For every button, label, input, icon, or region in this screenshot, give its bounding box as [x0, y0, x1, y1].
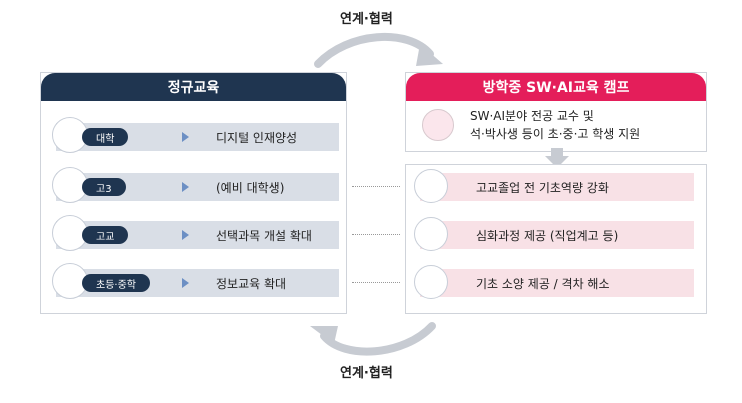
camp-support-line2: 석·박사생 등이 초·중·고 학생 지원 — [470, 127, 641, 141]
bottom-curved-arrow-icon — [310, 322, 436, 356]
camp-title: 방학중 SW·AI교육 캠프 — [406, 73, 706, 101]
connector-dots — [352, 282, 400, 283]
left-row: 고교 선택과목 개설 확대 — [52, 215, 339, 251]
right-row: 심화과정 제공 (직업계고 등) — [414, 217, 694, 251]
left-row: 고3 (예비 대학생) — [52, 167, 339, 203]
triangle-arrow-icon — [182, 230, 189, 240]
top-curved-arrow-icon — [314, 32, 443, 68]
level-badge: 초등·중학 — [82, 274, 150, 292]
camp-icon — [422, 109, 454, 141]
camp-support-line1: SW·AI분야 전공 교수 및 — [470, 109, 594, 123]
camp-programs-panel: 고교졸업 전 기초역량 강화 심화과정 제공 (직업계고 등) 기초 소양 제공… — [405, 164, 707, 314]
regular-education-panel: 정규교육 대학 디지털 인재양성 고3 (예비 대학생) 고교 선택과목 개설 … — [40, 72, 347, 314]
level-badge: 고3 — [82, 178, 126, 196]
left-row: 초등·중학 정보교육 확대 — [52, 263, 339, 299]
link-label-top: 연계·협력 — [340, 12, 393, 27]
triangle-arrow-icon — [182, 132, 189, 142]
left-row-text: (예비 대학생) — [216, 180, 285, 195]
down-arrow-icon — [545, 148, 569, 168]
notebook-icon — [414, 265, 448, 299]
left-row-text: 디지털 인재양성 — [216, 130, 298, 145]
left-row: 대학 디지털 인재양성 — [52, 117, 339, 153]
left-row-text: 정보교육 확대 — [216, 276, 287, 291]
right-row-text: 기초 소양 제공 / 격차 해소 — [476, 277, 610, 291]
left-row-text: 선택과목 개설 확대 — [216, 228, 312, 243]
level-badge: 대학 — [82, 128, 129, 146]
right-row: 기초 소양 제공 / 격차 해소 — [414, 265, 694, 299]
connector-dots — [352, 186, 400, 187]
connector-dots — [352, 234, 400, 235]
triangle-arrow-icon — [182, 278, 189, 288]
camp-support-text: SW·AI분야 전공 교수 및 석·박사생 등이 초·중·고 학생 지원 — [470, 107, 640, 143]
link-label-bottom: 연계·협력 — [340, 366, 393, 381]
right-row: 고교졸업 전 기초역량 강화 — [414, 169, 694, 203]
regular-education-title: 정규교육 — [41, 73, 346, 101]
camp-panel: 방학중 SW·AI교육 캠프 SW·AI분야 전공 교수 및 석·박사생 등이 … — [405, 72, 707, 152]
level-badge: 고교 — [82, 226, 129, 244]
right-row-text: 고교졸업 전 기초역량 강화 — [476, 181, 609, 195]
book-open-icon — [414, 217, 448, 251]
right-row-text: 심화과정 제공 (직업계고 등) — [476, 229, 619, 243]
triangle-arrow-icon — [182, 182, 189, 192]
monitor-search-icon — [414, 169, 448, 203]
